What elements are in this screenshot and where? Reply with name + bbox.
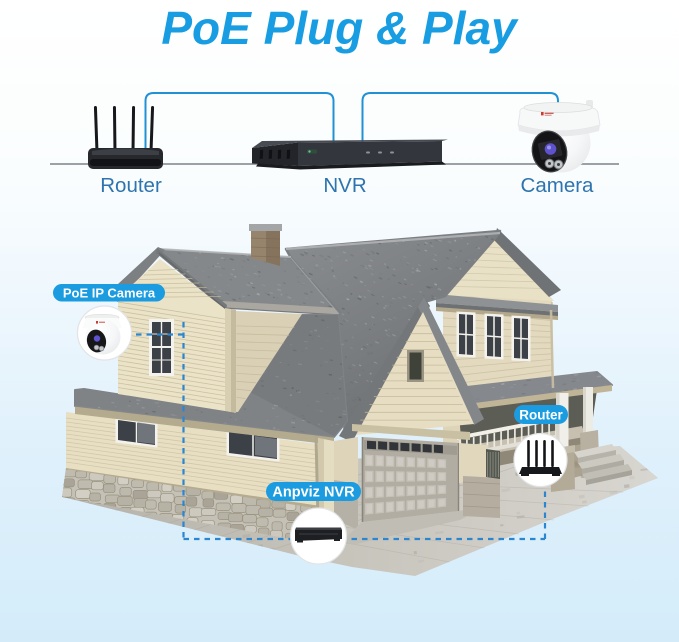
svg-text:Router: Router <box>519 407 563 422</box>
svg-text:PoE Plug & Play: PoE Plug & Play <box>161 2 519 54</box>
svg-text:Router: Router <box>100 174 162 197</box>
svg-text:PoE IP Camera: PoE IP Camera <box>63 285 156 300</box>
svg-text:NVR: NVR <box>323 174 366 197</box>
svg-text:Camera: Camera <box>521 174 595 197</box>
svg-text:Anpviz NVR: Anpviz NVR <box>272 485 355 501</box>
